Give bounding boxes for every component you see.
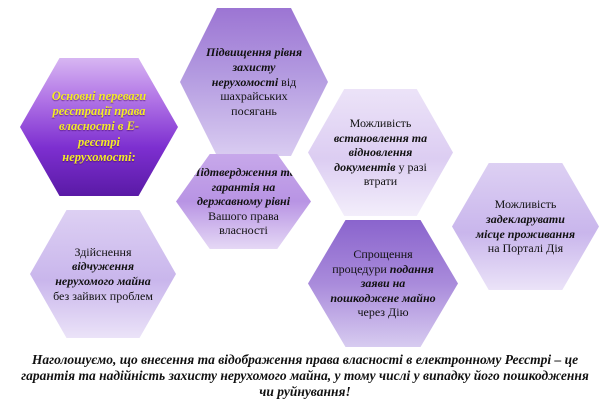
residence-text-part: задекларувати місце проживання [475,211,576,241]
residence-text-part: на Порталі Дія [487,241,564,256]
restore-text-part: у разі втрати [363,159,427,189]
hex-residence-text: Можливість задекларувати місце проживанн… [452,197,599,256]
hex-main-advantages: Основні переваги реєстрації права власно… [20,58,178,196]
hex-security: Підвищення рівня захисту нерухомості від… [180,8,328,156]
security-text-part: від шахрайських посягань [220,74,297,118]
hex-restore-text: Можливість встановлення та відновлення д… [308,116,453,189]
restore-text-part: Можливість [349,115,412,130]
damage-text-part: Спрощення процедури [332,246,413,276]
confirmation-text-part: Підтвердження та гарантія на державному … [191,164,296,209]
hex-main-text: Основні переваги реєстрації права власно… [20,89,178,165]
damage-text-part: через Дію [357,305,409,320]
hex-damage-text: Спрощення процедури подання заяви на пош… [308,247,458,320]
alienation-text-part: без зайвих проблем [53,288,153,303]
hex-alienation-text: Здійснення відчуження нерухомого майна б… [30,245,176,304]
hex-alienation: Здійснення відчуження нерухомого майна б… [30,210,176,338]
restore-text-part: встановлення та відновлення документів [333,130,428,174]
alienation-text-part: Здійснення [74,244,132,259]
hex-damage: Спрощення процедури подання заяви на пош… [308,220,458,347]
hex-restore: Можливість встановлення та відновлення д… [308,89,453,216]
hex-confirmation-text: Підтвердження та гарантія на державному … [176,165,311,238]
security-text-part: Підвищення рівня захисту нерухомості [205,45,303,89]
damage-text-part: подання заяви на пошкоджене майно [330,261,436,305]
hex-security-text: Підвищення рівня захисту нерухомості від… [180,45,328,118]
summary-caption: Наголошуємо, що внесення та відображення… [21,352,589,400]
residence-text-part: Можливість [494,197,557,212]
confirmation-text-part: Вашого права власності [208,208,279,238]
hex-confirmation: Підтвердження та гарантія на державному … [176,154,311,249]
hex-residence: Можливість задекларувати місце проживанн… [452,163,599,290]
alienation-text-part: відчуження нерухомого майна [55,259,151,288]
main-text-part: Основні переваги реєстрації права власно… [51,88,147,164]
